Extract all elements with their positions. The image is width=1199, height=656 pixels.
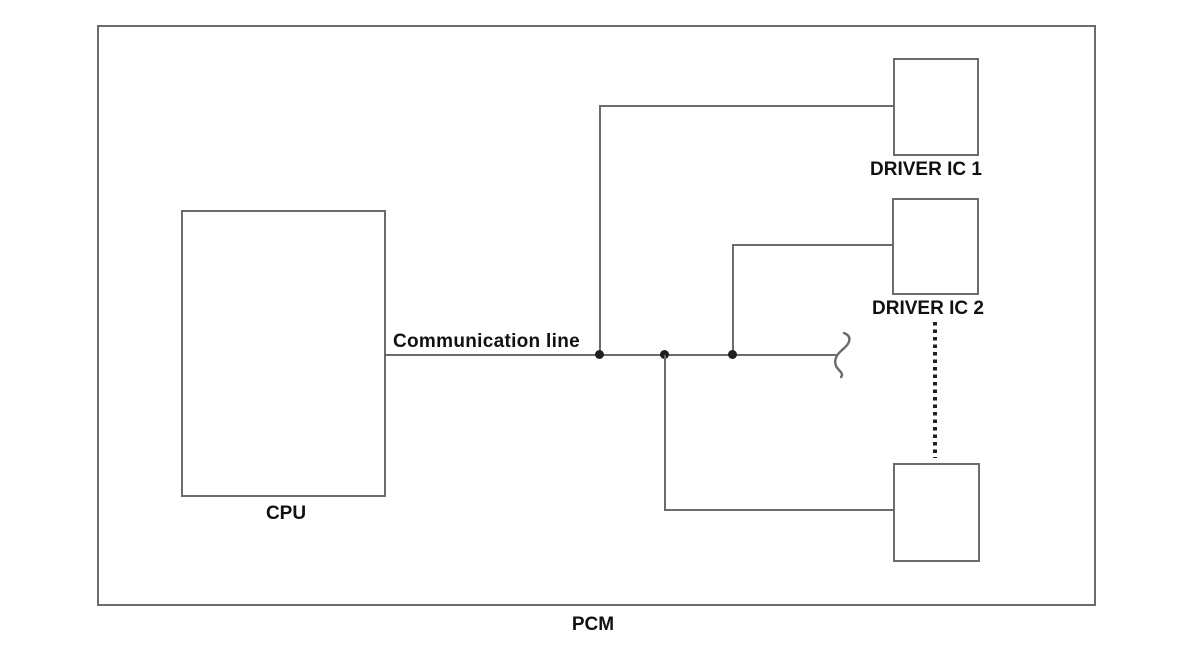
driver-ic-1-box — [893, 58, 979, 156]
junction-dot-3 — [728, 350, 737, 359]
junction-dot-2 — [660, 350, 669, 359]
branch-line-driver1-vertical — [599, 105, 601, 356]
branch-line-driver2-horizontal — [732, 244, 894, 246]
branch-line-driver-n-vertical — [664, 355, 666, 511]
communication-line — [386, 354, 837, 356]
line-break-mark — [834, 331, 851, 379]
driver-ic-2-box — [892, 198, 979, 295]
junction-dot-1 — [595, 350, 604, 359]
branch-line-driver1-horizontal — [599, 105, 895, 107]
pcm-label: PCM — [571, 614, 615, 635]
cpu-label: CPU — [265, 503, 307, 524]
driver-ic-n-box — [893, 463, 980, 562]
cpu-box — [181, 210, 386, 497]
branch-line-driver-n-horizontal — [664, 509, 895, 511]
dotted-continuation-line — [933, 322, 937, 458]
driver-ic-1-label: DRIVER IC 1 — [870, 159, 982, 180]
driver-ic-2-label: DRIVER IC 2 — [872, 298, 984, 319]
branch-line-driver2-vertical — [732, 244, 734, 356]
communication-line-label: Communication line — [393, 331, 580, 352]
